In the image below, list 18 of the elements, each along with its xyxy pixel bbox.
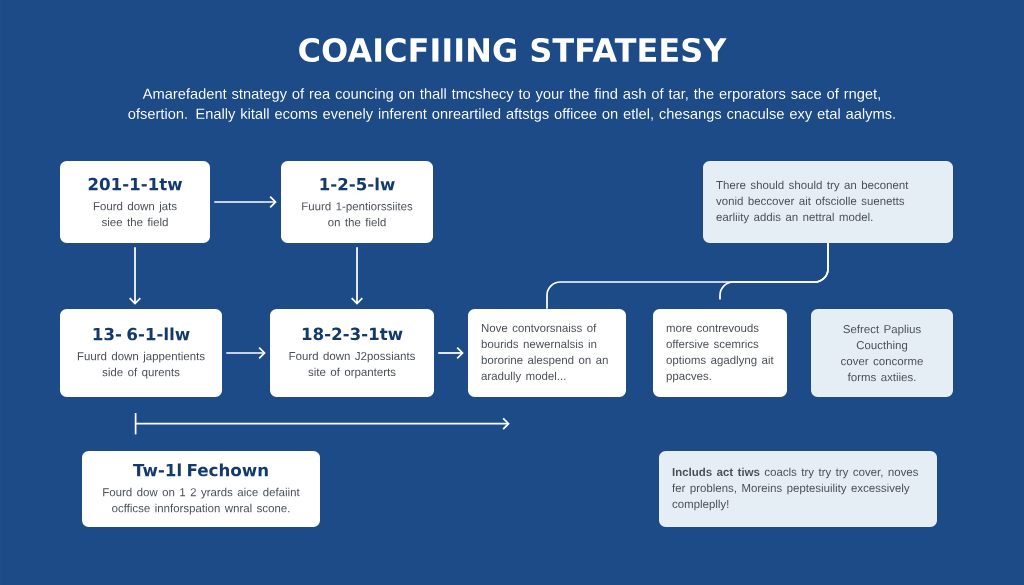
process-box: Nove contvorsnaiss of bourids newernalsis in bororine alespend on an aradully model... — [468, 309, 626, 397]
process-box: Includs act tiws coacls try try try cover, noves fer problens, Moreins peptesiuility excessively compleplly! — [659, 451, 937, 527]
arrow — [213, 195, 277, 209]
arrow — [437, 346, 464, 360]
process-box: 18-2-3-1tw Fourd down J2possiants site of orpanterts — [270, 309, 434, 397]
process-box: Tw-1l Fechown Fourd dow on 1 2 yrards aice defaiint ocfficse innforspation wnral scone. — [82, 451, 320, 527]
process-box: 201-1-1tw Fourd down jats siee the field — [60, 161, 210, 243]
title: COAICFIIING STFATEESY — [299, 37, 727, 63]
arrow — [350, 246, 364, 305]
arrow — [134, 412, 510, 436]
process-box: Sefrect Paplius Coucthing cover concorme forms axtiies. — [811, 309, 953, 397]
process-box: There should should try an beconent vonid beccover ait ofsciolle suenetts earliity addis an nettral model. — [703, 161, 953, 243]
arrow — [225, 346, 266, 360]
process-box: 13- 6-1-llw Fuurd down jappentients side of qurents — [60, 309, 222, 397]
process-box: more contrevouds offersive scemrics optioms agadlyng ait ppacves. — [653, 309, 787, 397]
process-box: 1-2-5-lw Fuurd 1-pentiorssiites on the field — [281, 161, 433, 243]
arrow — [128, 246, 142, 305]
intro-text: Amarefadent stnategy of rea councing on thall tmcshecy to your the find ash of tar, the erporators sace of rnget, ofsertion. Enally kitall ecoms evenely inferent onreartiled aftstgs officee on etlel, chesangs cnaculse exy etal aalyms. — [128, 88, 895, 122]
